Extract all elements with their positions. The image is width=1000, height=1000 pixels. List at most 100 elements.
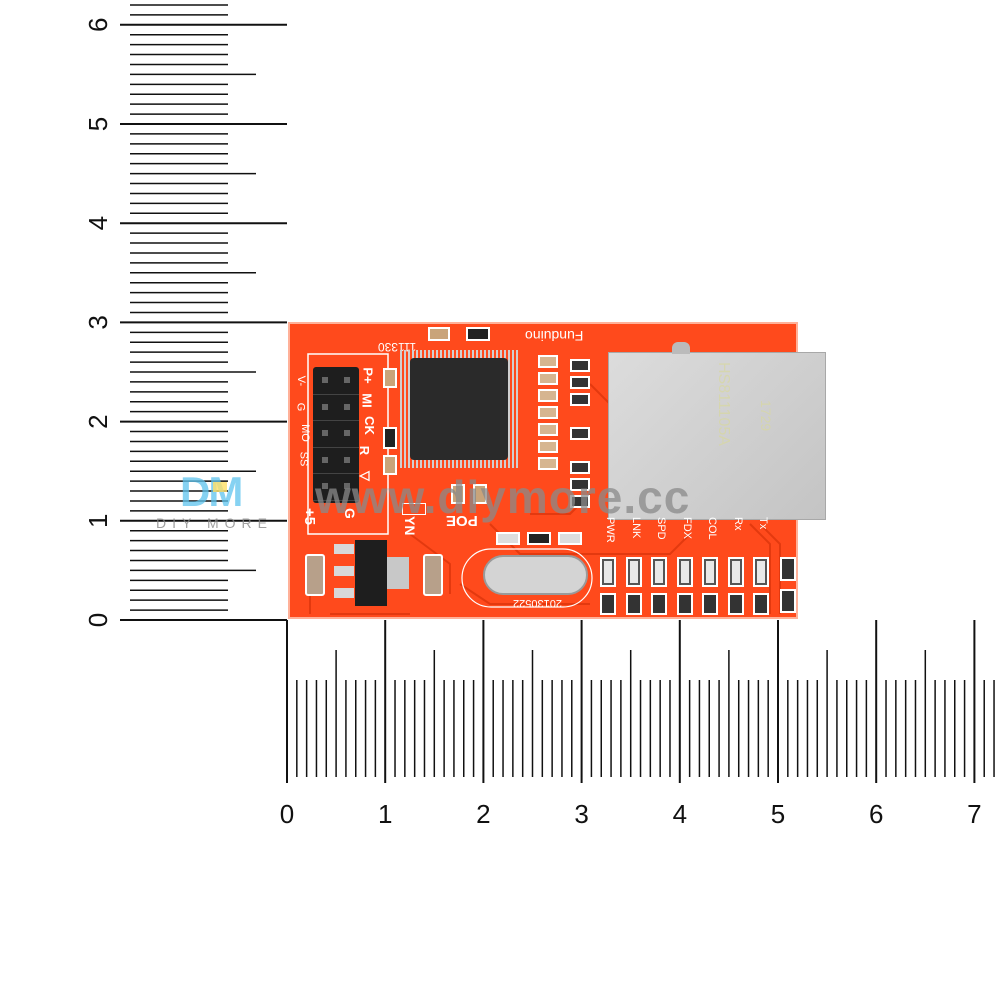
ruler-label: 0 [83,613,113,627]
header-pin-label: CK [361,416,377,435]
header-divider [313,393,359,395]
ruler-label: 2 [476,799,490,829]
smd-resistor [570,427,590,440]
voltage-regulator [355,540,387,606]
ruler-label: 4 [83,216,113,230]
smd-capacitor [538,355,558,368]
led-label-rx: Rx [731,517,744,531]
smd-capacitor [538,440,558,453]
regulator-tab [387,557,409,589]
watermark-logo-sub: DIY MORE [156,515,273,531]
status-led [727,557,744,587]
smd-resistor [570,478,590,491]
header-pin-label: MI [359,393,375,408]
watermark-site: www.diymore.cc [315,471,691,523]
smd-capacitor [428,327,450,341]
header-divider [313,499,359,501]
smd-resistor [570,495,590,508]
header-pin-label: G [294,402,307,412]
smd-resistor [651,593,667,615]
smd-resistor [780,589,796,613]
header-pin [322,377,328,383]
smd-resistor [570,359,590,372]
pin-header [313,367,359,503]
rj45-tab [672,342,690,354]
ruler-label: 5 [771,799,785,829]
status-led [600,557,616,587]
header-labels-left: V- G MO SS [294,365,316,485]
header-pin [344,403,350,410]
watermark-logo-accent [213,482,227,492]
rj45-jack-label: HS811105A [715,362,732,446]
smd-capacitor [538,389,558,402]
ruler-label: 2 [83,414,113,428]
smd-resistor [570,393,590,406]
header-pin [322,456,328,463]
header-pin [344,483,350,489]
ruler-label: 4 [673,799,687,829]
smd-capacitor [538,372,558,385]
smd-resistor [383,427,397,449]
smd-resistor [527,532,551,545]
smd-resistor [676,593,693,615]
ethernet-controller-chip [400,350,518,468]
smd-resistor [753,593,769,615]
smd-resistor [570,461,590,474]
rj45-jack-label-2: 1729 [758,400,774,432]
horizontal-ruler: 0 1 2 3 4 5 6 7 [280,620,995,829]
header-pin [344,430,350,436]
status-led [753,557,769,587]
jumper-yn [402,503,426,515]
header-pin-label: MO [298,424,311,442]
board-brand: Funduino [525,328,584,344]
smd-resistor [570,376,590,389]
status-led [702,557,718,587]
smd-resistor [600,593,616,615]
ruler-label: 6 [869,799,883,829]
ruler-label: 1 [83,514,113,528]
led-label-col: COL [706,517,718,540]
header-pin [322,483,328,489]
header-pin [344,377,350,383]
header-pin-label: SS [297,451,310,467]
header-divider [313,473,359,474]
watermark-logo: DM [180,468,243,515]
smd-capacitor [383,368,397,388]
smd-resistor [727,593,744,615]
ruler-label: 0 [280,799,294,829]
regulator-pins [334,544,354,604]
header-pin [344,456,350,463]
smd-capacitor [305,554,325,596]
smd-capacitor [538,406,558,419]
smd-capacitor [538,457,558,470]
smd-capacitor [423,554,443,596]
header-divider [313,446,359,448]
ruler-label: 7 [967,799,981,829]
ruler-label: 6 [83,18,113,32]
smd-capacitor [538,423,558,436]
status-led [625,557,642,587]
smd-resistor [702,593,718,615]
smd-resistor [780,557,796,581]
smd-resistor [625,593,642,615]
smd-capacitor [496,532,520,545]
smd-capacitor [383,455,397,475]
ruler-label: 1 [378,799,392,829]
smd-capacitor [558,532,582,545]
ruler-label: 3 [83,315,113,329]
ruler-label: 3 [574,799,588,829]
crystal-oscillator [483,555,588,595]
header-divider [313,420,359,421]
header-pin [322,430,328,436]
header-pin [322,403,328,410]
status-led [676,557,693,587]
header-pin-label: V- [295,375,308,387]
smd-resistor [466,327,490,341]
ruler-label: 5 [83,117,113,131]
board-date: 20130522 [513,597,562,609]
smd-capacitor [473,484,487,504]
header-pin-label: R [357,445,373,456]
smd-capacitor [451,484,465,504]
vertical-ruler: 0 1 2 3 4 5 6 [83,4,288,640]
led-label-tx: Tx [757,517,769,530]
